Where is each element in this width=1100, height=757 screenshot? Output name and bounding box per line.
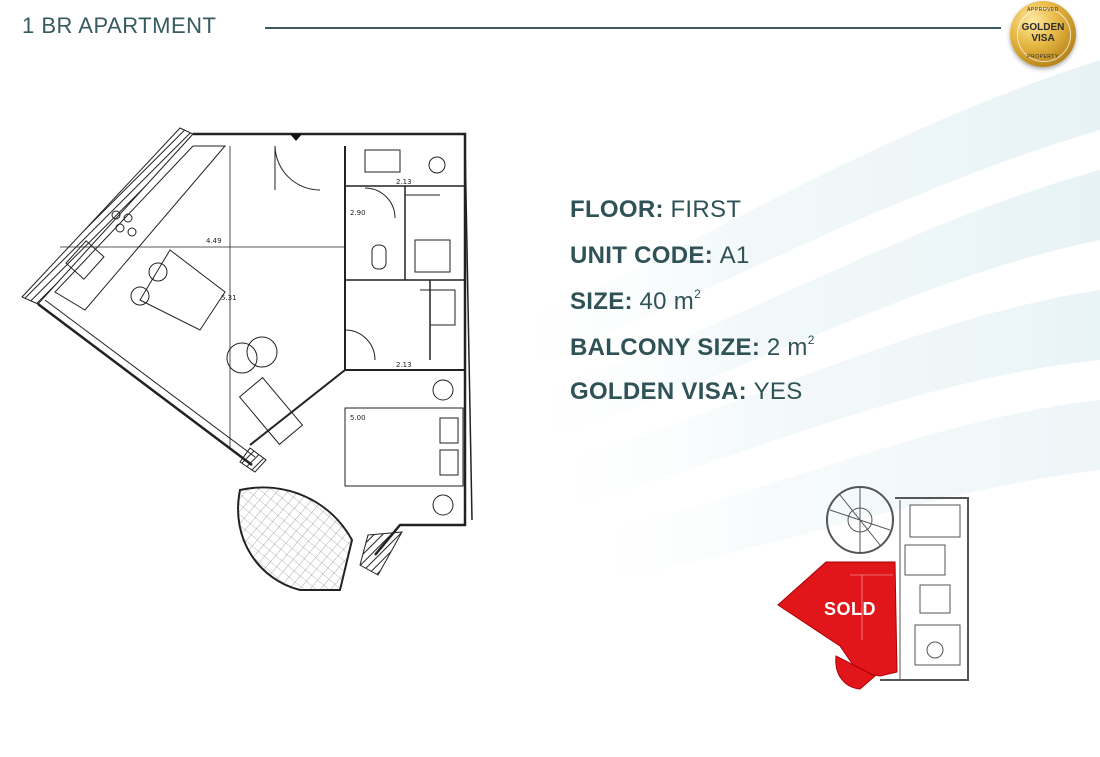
spec-floor-value: FIRST <box>670 196 742 223</box>
spec-floor-label: FLOOR: <box>570 196 664 223</box>
spec-golden-visa: GOLDEN VISA: YES <box>570 378 814 424</box>
dimension-label: 2.13 <box>396 361 412 369</box>
hob-ring <box>115 223 125 233</box>
kitchen-counter <box>54 145 227 311</box>
sold-label: SOLD <box>824 599 877 619</box>
dimension-label: 5.31 <box>221 294 237 302</box>
spec-golden-visa-value: YES <box>753 378 803 405</box>
water-heater <box>428 156 446 174</box>
dimension-label: 5.00 <box>350 414 366 422</box>
header-divider <box>265 27 1001 29</box>
nightstand <box>432 494 454 516</box>
hob-ring <box>123 213 133 223</box>
spec-size-superscript: 2 <box>694 287 701 301</box>
wall-balcony-right <box>359 531 403 576</box>
dining-chair <box>226 342 258 374</box>
spec-balcony-size: BALCONY SIZE: 2 m2 <box>570 333 814 379</box>
dimension-label: 2.13 <box>396 178 412 186</box>
sold-balcony <box>835 655 876 690</box>
balcony <box>237 486 354 591</box>
dimension-label: 2.90 <box>350 209 366 217</box>
spec-balcony-superscript: 2 <box>807 332 815 347</box>
kitchen-island <box>139 249 226 331</box>
spec-floor: FLOOR: FIRST <box>570 196 814 242</box>
badge-ring <box>1017 8 1071 62</box>
spec-balcony-value: 2 m <box>766 333 808 361</box>
keyplan-outline <box>880 497 969 681</box>
unit-specifications: FLOOR: FIRST UNIT CODE: A1 SIZE: 40 m2 B… <box>570 196 814 424</box>
spec-unit-code: UNIT CODE: A1 <box>570 242 814 288</box>
spec-golden-visa-label: GOLDEN VISA: <box>570 378 747 405</box>
north-marker <box>290 134 302 141</box>
wardrobe <box>238 376 304 446</box>
spec-unit-code-value: A1 <box>719 241 750 269</box>
badge-line-1: GOLDEN <box>1021 22 1065 33</box>
entry-door-swing <box>274 145 321 191</box>
bedroom-partition <box>249 369 346 446</box>
outer-wall <box>193 132 467 556</box>
pillow <box>439 417 459 444</box>
page-title: 1 BR APARTMENT <box>22 13 217 38</box>
hob-ring <box>127 227 137 237</box>
badge-top-text: APPROVED <box>1027 7 1059 13</box>
shower <box>420 289 456 326</box>
golden-visa-badge: APPROVED GOLDEN VISA PROPERTY <box>1010 1 1076 67</box>
spec-balcony-label: BALCONY SIZE: <box>570 333 761 361</box>
hob-ring <box>111 210 121 220</box>
wall-diagonal-inner <box>37 303 253 466</box>
spec-unit-code-label: UNIT CODE: <box>570 241 713 269</box>
pillow <box>439 449 459 476</box>
badge-line-2: VISA <box>1031 33 1055 44</box>
washer <box>414 239 451 273</box>
spec-size-value: 40 m <box>639 288 695 315</box>
kitchen-sink <box>65 240 105 280</box>
badge-bottom-text: PROPERTY <box>1027 54 1059 60</box>
bed <box>344 407 464 487</box>
nightstand <box>432 379 454 401</box>
dining-chair <box>246 336 278 368</box>
spec-size-label: SIZE: <box>570 288 633 315</box>
spec-size: SIZE: 40 m2 <box>570 287 814 333</box>
dimension-label: 4.49 <box>206 237 222 245</box>
bath-sink <box>364 149 401 173</box>
toilet <box>371 244 387 270</box>
